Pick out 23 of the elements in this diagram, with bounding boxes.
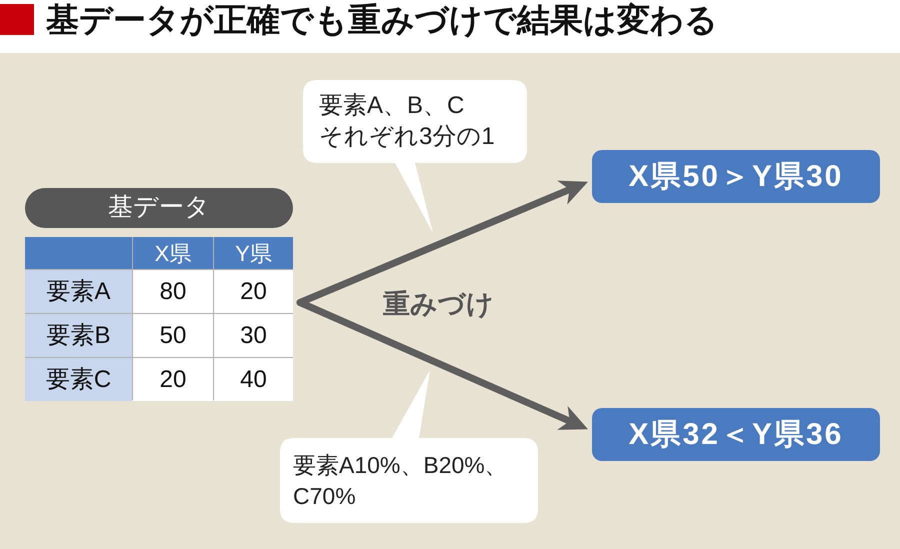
- speech-bubble: [280, 368, 538, 523]
- row-header: 要素C: [25, 358, 132, 401]
- column-header: X県: [133, 237, 213, 269]
- diagram-title: 基データが正確でも重みづけで結果は変わる: [46, 1, 718, 40]
- result-text: X県50＞Y県30: [628, 159, 844, 195]
- data-cell: 50: [133, 314, 213, 357]
- result-box: [592, 408, 880, 461]
- data-cell: 20: [133, 358, 213, 401]
- callout-text: 要素A、B、C それぞれ3分の1: [319, 91, 496, 152]
- row-header: 要素A: [25, 270, 132, 313]
- data-cell: 80: [133, 270, 213, 313]
- column-header: Y県: [214, 237, 293, 269]
- data-cell: 40: [214, 358, 293, 401]
- result-box: [592, 150, 880, 203]
- callout-text: 要素A10%、B20%、C70%: [293, 451, 509, 511]
- arrow: [296, 299, 588, 430]
- weighting-label: 重みづけ: [383, 288, 494, 321]
- row-header: 要素B: [25, 314, 132, 357]
- data-cell: 20: [214, 270, 293, 313]
- result-text: X県32＜Y県36: [628, 417, 844, 453]
- data-cell: 30: [214, 314, 293, 357]
- speech-bubble: [303, 80, 527, 235]
- heading-pill: 基データ: [25, 188, 293, 228]
